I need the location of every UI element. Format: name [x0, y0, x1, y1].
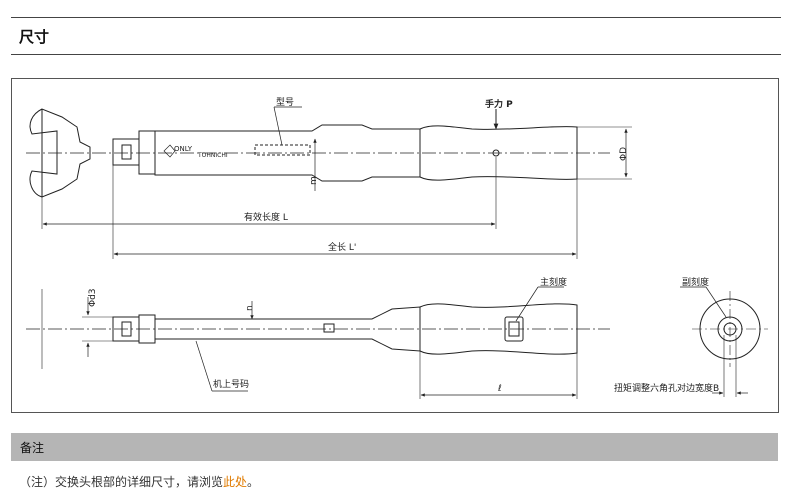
effective-length-label: 有效长度 L	[244, 211, 288, 223]
total-length-label: 全长 L'	[328, 241, 356, 253]
technical-drawing-frame: ONLY TOHNICHI 型号 手力 P ΦD m 有效长度 L 全长 L'	[11, 78, 779, 413]
main-scale-label: 主刻度	[540, 276, 567, 288]
technical-drawing: ONLY TOHNICHI 型号 手力 P ΦD m 有效长度 L 全长 L'	[26, 97, 768, 399]
notes-title: 备注	[20, 440, 45, 455]
dim-l-label: ℓ	[497, 384, 502, 394]
model-no-label: 型号	[276, 97, 294, 108]
note-text-before: （注）交换头根部的详细尺寸，请浏览	[19, 475, 224, 489]
end-view	[692, 291, 768, 367]
hex-width-label: 扭矩调整六角孔对边宽度B	[614, 382, 719, 394]
hand-force-label: 手力 P	[485, 98, 513, 110]
only-mark: ONLY	[174, 145, 193, 153]
note-text: （注）交换头根部的详细尺寸，请浏览此处。	[19, 473, 259, 490]
diameter-d-label: ΦD	[619, 147, 629, 161]
brand-mark: TOHNICHI	[197, 152, 228, 159]
note-detail-link[interactable]: 此处	[223, 475, 248, 489]
dim-n-label: n	[245, 305, 255, 311]
dim-m-label: m	[309, 176, 319, 185]
dimensions-title: 尺寸	[19, 27, 50, 46]
notes-section-header: 备注	[11, 433, 778, 461]
dimensions-section-header: 尺寸	[11, 17, 781, 55]
machine-model-label: 机上号码	[213, 378, 249, 390]
sub-scale-label: 副刻度	[682, 276, 709, 288]
d3-label: Φd3	[88, 288, 98, 307]
note-text-after: 。	[247, 475, 260, 489]
